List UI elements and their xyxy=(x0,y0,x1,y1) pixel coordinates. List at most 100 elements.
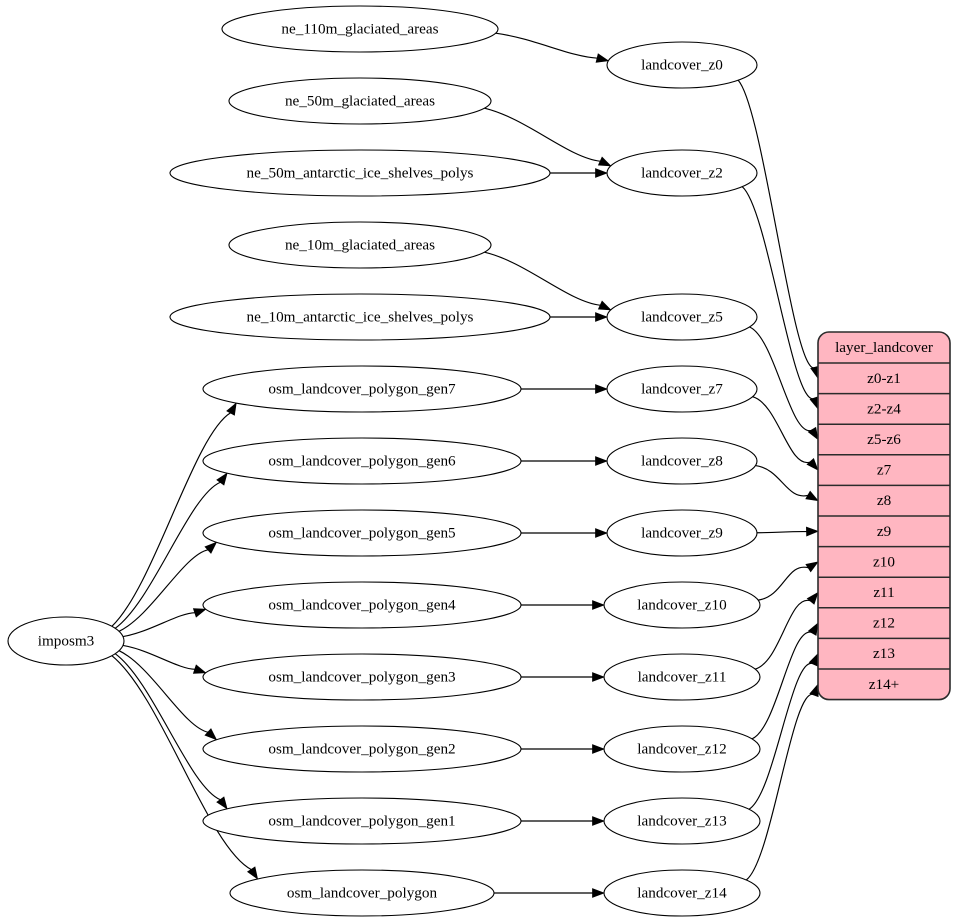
table-row-z7[interactable] xyxy=(818,455,950,486)
table-row-z5-z6[interactable] xyxy=(818,424,950,455)
arrow-head-icon xyxy=(595,456,608,466)
table-row-z11[interactable] xyxy=(818,577,950,608)
arrow-head-icon xyxy=(806,526,819,537)
edge-line xyxy=(118,549,209,632)
node-shape-landcover_z8 xyxy=(606,437,758,485)
arrow-head-icon xyxy=(595,168,608,178)
edge-imposm3-to-osm_landcover_polygon_gen1 xyxy=(114,653,228,810)
arrow-head-icon xyxy=(592,672,605,682)
edge-osm_landcover_polygon_gen5-to-landcover_z9 xyxy=(521,528,608,538)
edge-line xyxy=(495,32,598,59)
edge-line xyxy=(745,694,815,881)
edge-line xyxy=(114,481,221,629)
node-landcover_z0[interactable]: landcover_z0 xyxy=(606,41,758,89)
edge-line xyxy=(484,107,601,162)
node-ne_10m_antarctic_ice_shelves_polys[interactable]: ne_10m_antarctic_ice_shelves_polys xyxy=(169,293,551,341)
node-shape-osm_landcover_polygon_gen5 xyxy=(202,509,522,557)
node-osm_landcover_polygon_gen7[interactable]: osm_landcover_polygon_gen7 xyxy=(202,365,522,413)
node-shape-landcover_z9 xyxy=(606,509,758,557)
edge-osm_landcover_polygon_gen4-to-landcover_z10 xyxy=(521,600,605,610)
table-row-z2-z4[interactable] xyxy=(818,394,950,425)
edge-line xyxy=(484,251,601,306)
node-osm_landcover_polygon_gen5[interactable]: osm_landcover_polygon_gen5 xyxy=(202,509,522,557)
node-shape-landcover_z12 xyxy=(603,725,761,773)
table-row-z13[interactable] xyxy=(818,638,950,669)
node-osm_landcover_polygon[interactable]: osm_landcover_polygon xyxy=(229,869,495,917)
edge-imposm3-to-osm_landcover_polygon_gen2 xyxy=(118,650,218,741)
arrow-head-icon xyxy=(807,426,819,441)
node-shape-landcover_z0 xyxy=(606,41,758,89)
layer-landcover-table: layer_landcoverz0-z1z2-z4z5-z6z7z8z9z10z… xyxy=(817,331,951,701)
node-osm_landcover_polygon_gen4[interactable]: osm_landcover_polygon_gen4 xyxy=(202,581,522,629)
edge-ne_50m_antarctic_ice_shelves_polys-to-landcover_z2 xyxy=(550,168,608,178)
edge-line xyxy=(122,644,196,670)
arrow-head-icon xyxy=(204,728,218,741)
table-row-z14+[interactable] xyxy=(818,669,950,700)
edge-imposm3-to-osm_landcover_polygon_gen4 xyxy=(122,608,207,638)
arrow-head-icon xyxy=(597,300,612,311)
node-landcover_z7[interactable]: landcover_z7 xyxy=(606,365,758,413)
arrow-head-icon xyxy=(805,490,819,502)
node-landcover_z9[interactable]: landcover_z9 xyxy=(606,509,758,557)
node-landcover_z11[interactable]: landcover_z11 xyxy=(603,653,761,701)
node-ne_10m_glaciated_areas[interactable]: ne_10m_glaciated_areas xyxy=(228,221,492,269)
edge-landcover_z10-to-z10 xyxy=(758,561,819,601)
node-shape-osm_landcover_polygon_gen2 xyxy=(202,725,522,773)
node-osm_landcover_polygon_gen2[interactable]: osm_landcover_polygon_gen2 xyxy=(202,725,522,773)
node-ne_110m_glaciated_areas[interactable]: ne_110m_glaciated_areas xyxy=(221,5,499,53)
table-row-z0-z1[interactable] xyxy=(818,363,950,394)
edge-line xyxy=(749,326,813,431)
edge-imposm3-to-osm_landcover_polygon xyxy=(111,655,259,880)
arrow-head-icon xyxy=(216,472,228,486)
edge-line xyxy=(755,599,812,670)
edge-line xyxy=(114,653,221,801)
table-row-z12[interactable] xyxy=(818,608,950,639)
arrow-head-icon xyxy=(806,457,819,471)
edge-line xyxy=(111,412,232,627)
edge-line xyxy=(741,186,815,400)
node-shape-landcover_z7 xyxy=(606,365,758,413)
edge-line xyxy=(737,79,816,369)
node-landcover_z14[interactable]: landcover_z14 xyxy=(603,869,761,917)
node-landcover_z2[interactable]: landcover_z2 xyxy=(606,149,758,197)
edge-imposm3-to-osm_landcover_polygon_gen5 xyxy=(118,541,218,632)
arrow-head-icon xyxy=(204,541,218,554)
edge-osm_landcover_polygon-to-landcover_z14 xyxy=(494,888,605,898)
edge-line xyxy=(748,663,814,810)
arrow-head-icon xyxy=(805,561,819,573)
table-row-z9[interactable] xyxy=(818,516,950,547)
edge-osm_landcover_polygon_gen1-to-landcover_z13 xyxy=(521,816,605,826)
edges-layer xyxy=(111,32,820,898)
table-row-z8[interactable] xyxy=(818,485,950,516)
node-shape-ne_50m_glaciated_areas xyxy=(228,77,492,125)
edge-ne_50m_glaciated_areas-to-landcover_z2 xyxy=(484,107,612,167)
table-row-z10[interactable] xyxy=(818,547,950,578)
edge-landcover_z7-to-z7 xyxy=(752,396,819,471)
node-shape-ne_10m_glaciated_areas xyxy=(228,221,492,269)
node-osm_landcover_polygon_gen1[interactable]: osm_landcover_polygon_gen1 xyxy=(202,797,522,845)
node-landcover_z10[interactable]: landcover_z10 xyxy=(603,581,761,629)
edge-imposm3-to-osm_landcover_polygon_gen7 xyxy=(111,402,237,627)
edge-landcover_z9-to-z9 xyxy=(756,526,819,537)
node-osm_landcover_polygon_gen6[interactable]: osm_landcover_polygon_gen6 xyxy=(202,437,522,485)
edge-line xyxy=(752,396,811,463)
node-landcover_z13[interactable]: landcover_z13 xyxy=(603,797,761,845)
node-ne_50m_antarctic_ice_shelves_polys[interactable]: ne_50m_antarctic_ice_shelves_polys xyxy=(169,149,551,197)
node-imposm3[interactable]: imposm3 xyxy=(7,616,125,666)
node-shape-ne_50m_antarctic_ice_shelves_polys xyxy=(169,149,551,197)
node-landcover_z8[interactable]: landcover_z8 xyxy=(606,437,758,485)
node-shape-osm_landcover_polygon_gen4 xyxy=(202,581,522,629)
node-ne_50m_glaciated_areas[interactable]: ne_50m_glaciated_areas xyxy=(228,77,492,125)
table-layer_landcover[interactable]: layer_landcoverz0-z1z2-z4z5-z6z7z8z9z10z… xyxy=(817,331,951,701)
node-shape-landcover_z13 xyxy=(603,797,761,845)
arrow-head-icon xyxy=(808,652,819,667)
node-landcover_z12[interactable]: landcover_z12 xyxy=(603,725,761,773)
arrow-head-icon xyxy=(595,53,610,63)
node-landcover_z5[interactable]: landcover_z5 xyxy=(606,293,758,341)
node-shape-landcover_z10 xyxy=(603,581,761,629)
edge-osm_landcover_polygon_gen2-to-landcover_z12 xyxy=(521,744,605,754)
node-osm_landcover_polygon_gen3[interactable]: osm_landcover_polygon_gen3 xyxy=(202,653,522,701)
edge-landcover_z8-to-z8 xyxy=(755,465,819,502)
arrow-head-icon xyxy=(592,816,605,826)
